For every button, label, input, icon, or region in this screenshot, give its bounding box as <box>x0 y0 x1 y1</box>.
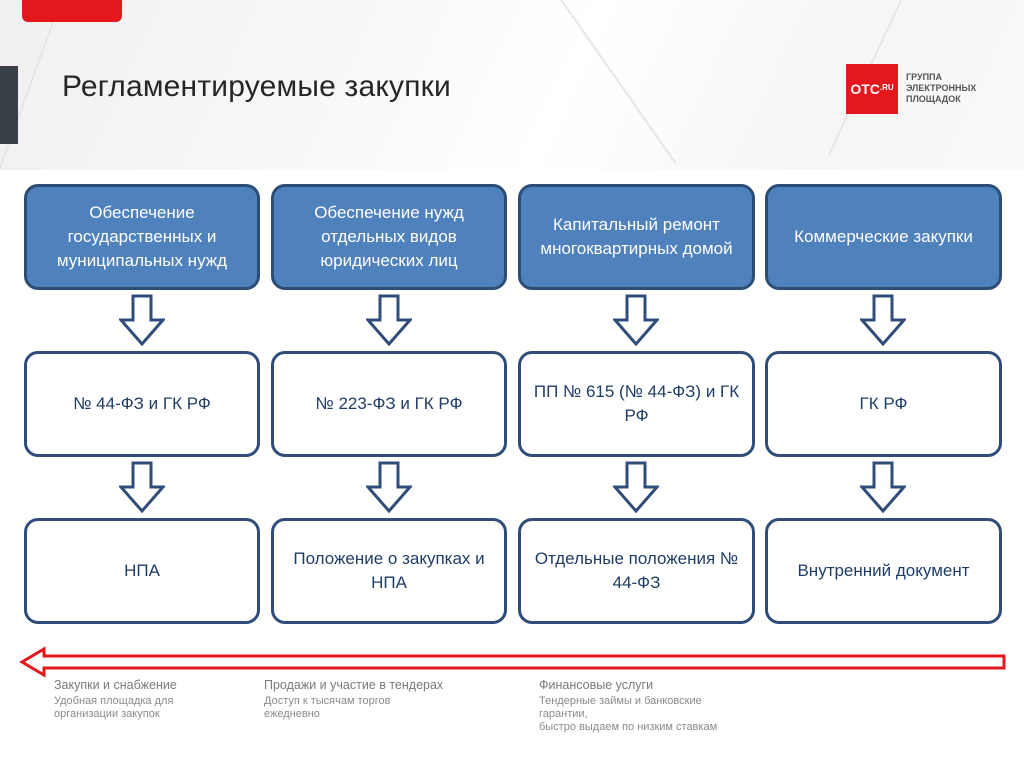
footer-heading: Финансовые услуги <box>539 678 654 692</box>
down-arrow-icon <box>613 294 659 346</box>
down-arrow-icon <box>860 461 906 513</box>
doc-box-procurement-regulation: Положение о закупках и НПА <box>271 518 507 624</box>
law-box-civil-code: ГК РФ <box>765 351 1002 457</box>
logo-caption-line: ГРУППА <box>906 72 943 82</box>
logo-caption: ГРУППА ЭЛЕКТРОННЫХ ПЛОЩАДОК <box>906 72 996 105</box>
law-box-44fz: № 44-ФЗ и ГК РФ <box>24 351 260 457</box>
footer-text: ежедневно <box>264 708 320 720</box>
footer-finance: Финансовые услуги Тендерные займы и банк… <box>539 678 779 734</box>
footer-text: Доступ к тысячам торгов <box>264 695 391 707</box>
law-box-pp615: ПП № 615 (№ 44-ФЗ) и ГК РФ <box>518 351 755 457</box>
otc-logo: ОТС.RU <box>846 64 898 114</box>
footer-heading: Закупки и снабжение <box>54 678 177 692</box>
page-title: Регламентируемые закупки <box>62 70 451 103</box>
doc-box-internal-document: Внутренний документ <box>765 518 1002 624</box>
logo-caption-line: ЭЛЕКТРОННЫХ <box>906 83 977 93</box>
down-arrow-icon <box>119 294 165 346</box>
footer-text: Тендерные займы и банковские <box>539 695 702 707</box>
down-arrow-icon <box>366 294 412 346</box>
footer-procurement: Закупки и снабжение Удобная площадка для… <box>54 678 244 721</box>
footer-heading: Продажи и участие в тендерах <box>264 678 444 692</box>
category-box-commercial: Коммерческие закупки <box>765 184 1002 290</box>
corner-accent <box>22 0 122 22</box>
footer-text: Удобная площадка для <box>54 695 174 707</box>
footer-text: гарантии, <box>539 708 588 720</box>
down-arrow-icon <box>366 461 412 513</box>
doc-box-npa: НПА <box>24 518 260 624</box>
law-box-223fz: № 223-ФЗ и ГК РФ <box>271 351 507 457</box>
footer-text: быстро выдаем по низким ставкам <box>539 721 718 733</box>
down-arrow-icon <box>860 294 906 346</box>
category-box-state-needs: Обеспечение государственных и муниципаль… <box>24 184 260 290</box>
footer-text: организации закупок <box>54 708 160 720</box>
logo-caption-line: ПЛОЩАДОК <box>906 94 961 104</box>
category-box-capital-repair: Капитальный ремонт многоквартирных домой <box>518 184 755 290</box>
logo-mark-suffix: .RU <box>879 82 894 92</box>
footer-sales: Продажи и участие в тендерах Доступ к ты… <box>264 678 484 721</box>
category-box-legal-entities: Обеспечение нужд отдельных видов юридиче… <box>271 184 507 290</box>
logo-mark: ОТС <box>850 81 880 97</box>
left-arrow-icon <box>19 646 1006 678</box>
side-tab <box>0 66 18 144</box>
doc-box-separate-provisions: Отдельные положения № 44-ФЗ <box>518 518 755 624</box>
down-arrow-icon <box>119 461 165 513</box>
down-arrow-icon <box>613 461 659 513</box>
